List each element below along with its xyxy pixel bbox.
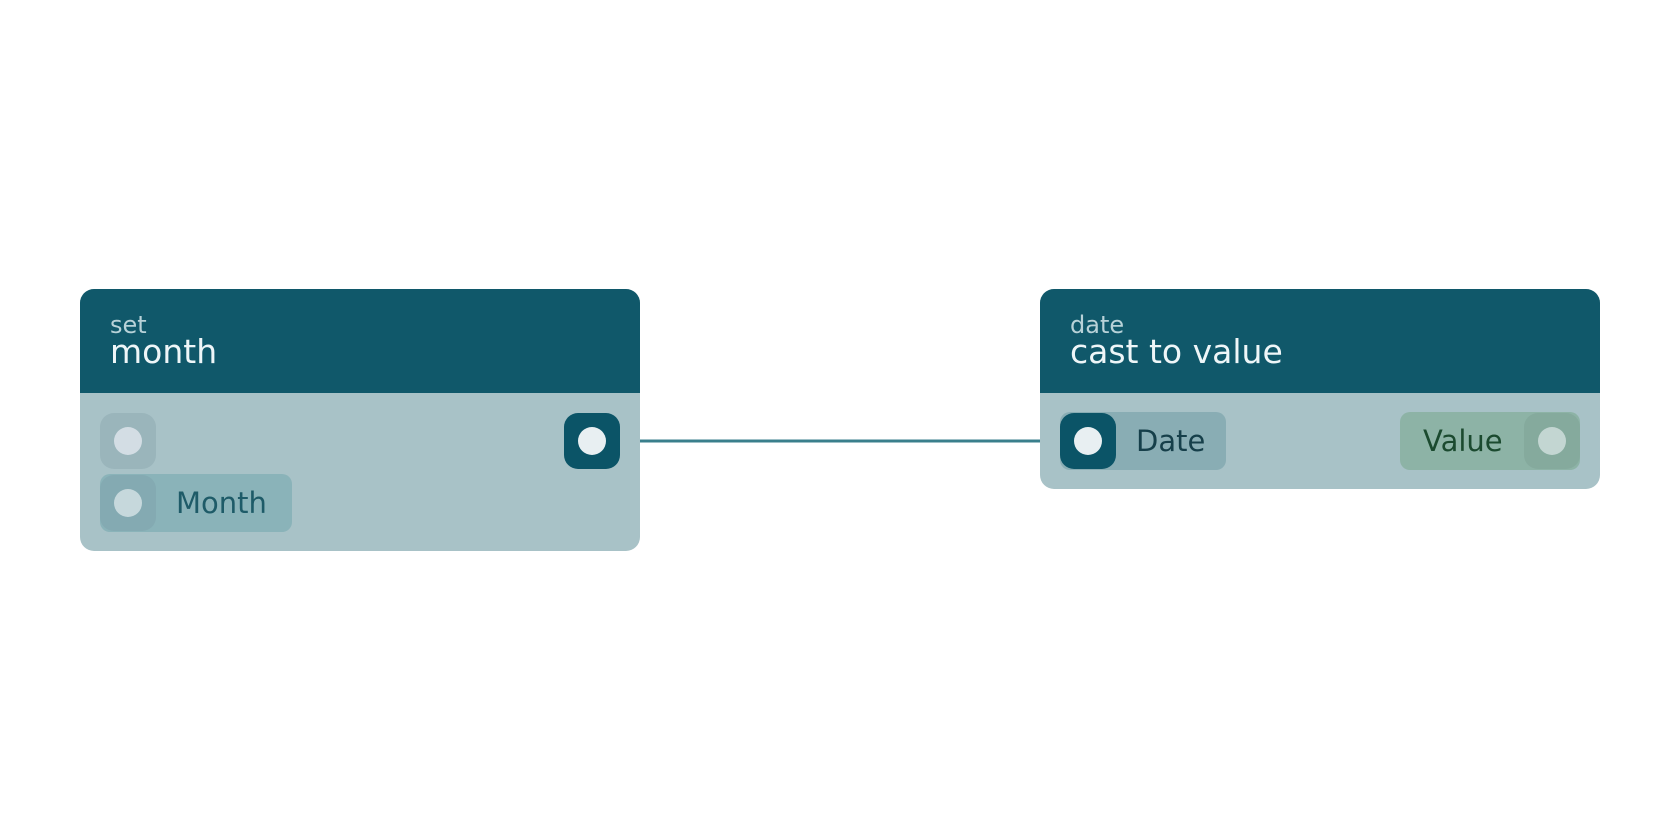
socket-dot-icon <box>578 427 606 455</box>
output-socket[interactable] <box>564 413 620 469</box>
input-socket[interactable] <box>100 413 156 469</box>
node-header[interactable]: date cast to value <box>1040 289 1600 393</box>
socket-dot-icon <box>1074 427 1102 455</box>
node-cast-to-value[interactable]: date cast to value Date Value <box>1040 289 1600 489</box>
socket-dot-icon <box>1538 427 1566 455</box>
date-input-socket[interactable] <box>1060 413 1116 469</box>
node-title: cast to value <box>1070 332 1283 371</box>
input-port-month[interactable]: Month <box>100 474 292 532</box>
value-output-socket[interactable] <box>1524 413 1580 469</box>
month-input-socket[interactable] <box>100 475 156 531</box>
socket-dot-icon <box>114 489 142 517</box>
output-port-value[interactable]: Value <box>1400 412 1580 470</box>
node-category: date <box>1070 311 1125 339</box>
node-set-month[interactable]: set month Month <box>80 289 640 551</box>
port-label: Month <box>176 486 267 520</box>
input-port-date[interactable]: Date <box>1060 412 1226 470</box>
node-title: month <box>110 332 218 371</box>
port-label: Value <box>1423 424 1503 458</box>
node-category: set <box>110 311 147 339</box>
socket-dot-icon <box>114 427 142 455</box>
node-header[interactable]: set month <box>80 289 640 393</box>
port-label: Date <box>1136 424 1206 458</box>
